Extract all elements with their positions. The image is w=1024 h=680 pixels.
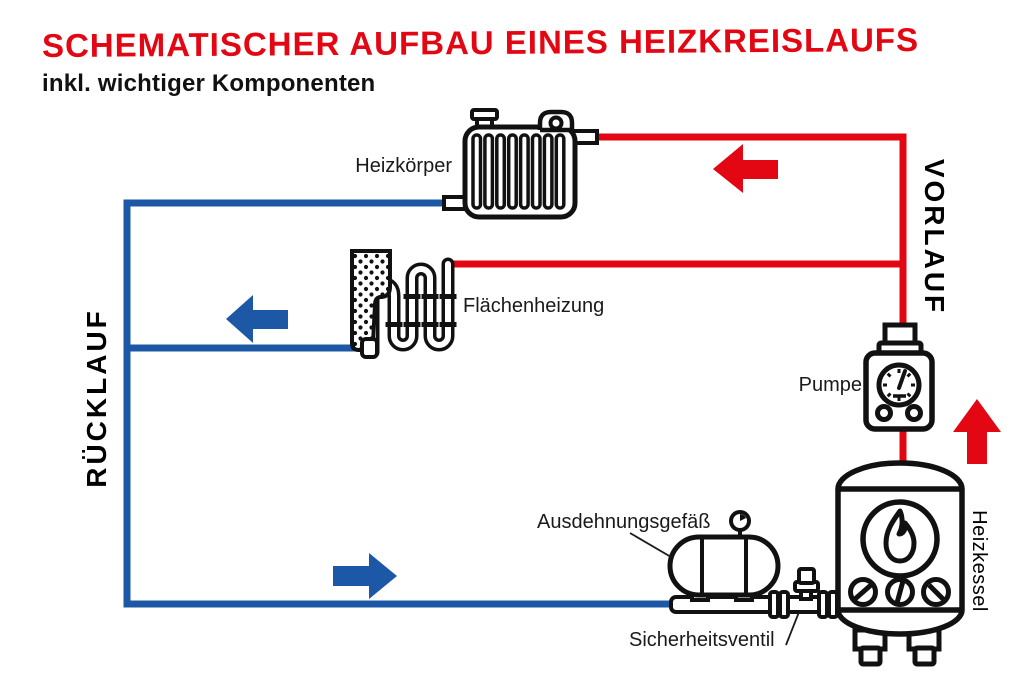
flow-arrow-return-right-icon [333, 553, 397, 599]
pump-icon [863, 322, 935, 432]
radiator-icon [442, 108, 599, 220]
boiler-icon [835, 460, 965, 667]
leader-line-expansion-vessel [629, 532, 672, 558]
safety-valve-label: Sicherheitsventil [629, 629, 775, 651]
supply-flow-label: VORLAUF [919, 158, 950, 316]
leader-line-safety-valve [785, 611, 800, 646]
page-title: SCHEMATISCHER AUFBAU EINES HEIZKREISLAUF… [41, 20, 920, 65]
pump-label: Pumpe [798, 374, 862, 396]
safety-valve-icon [669, 567, 841, 619]
flow-arrow-return-left-icon [226, 295, 288, 343]
flow-arrow-supply-up-icon [953, 399, 1001, 464]
surface-heating-icon [350, 249, 457, 359]
return-pipe [123, 199, 674, 608]
expansion-vessel-icon [667, 510, 781, 602]
surface-heating-label: Flächenheizung [463, 295, 605, 317]
return-flow-label: RÜCKLAUF [81, 308, 112, 488]
flow-arrow-supply-left-icon [713, 144, 778, 193]
expansion-vessel-label: Ausdehnungsgefäß [537, 511, 711, 533]
radiator-label: Heizkörper [355, 155, 452, 177]
page-subtitle: inkl. wichtiger Komponenten [42, 70, 376, 97]
boiler-label: Heizkessel [968, 510, 991, 612]
